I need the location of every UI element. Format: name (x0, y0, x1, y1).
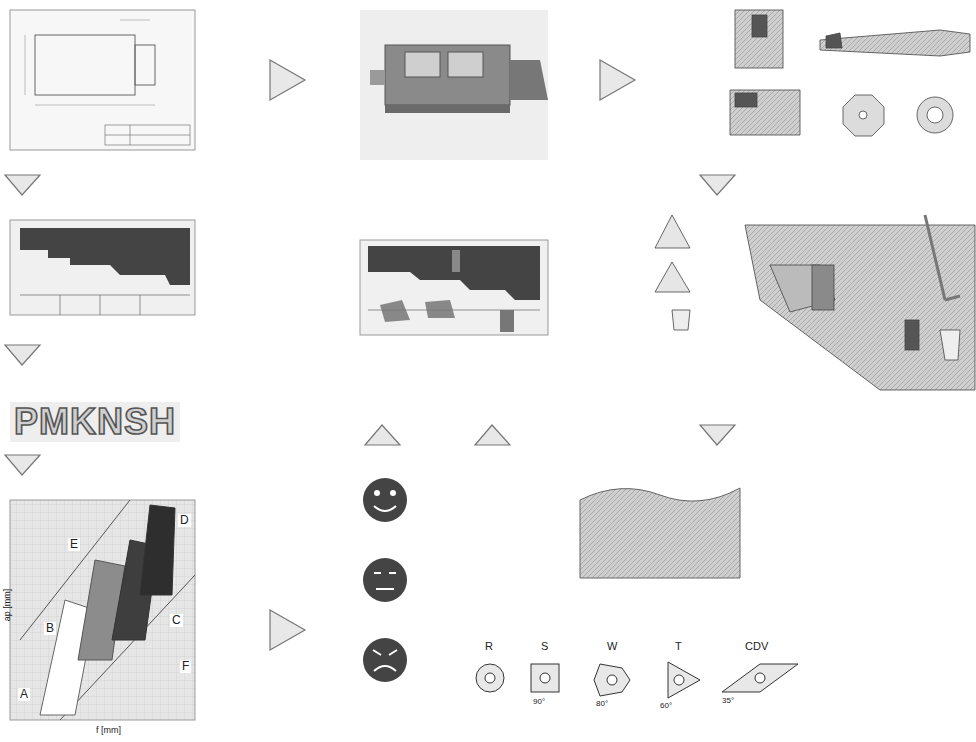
angle-label: 90° (533, 698, 545, 707)
region-letter: F (180, 660, 191, 673)
angle-label: 35° (722, 697, 734, 706)
tool-holders (730, 10, 970, 136)
lathe-machine (360, 10, 548, 160)
part-drawing (10, 10, 195, 150)
region-letter: C (170, 614, 183, 627)
insert-shapes (476, 662, 798, 698)
insert-code: CDV (745, 640, 768, 652)
result-faces (363, 478, 407, 682)
angle-label: 80° (596, 700, 608, 709)
insert-code: S (541, 640, 548, 652)
surface-sample (580, 488, 740, 578)
angle-label: 60° (660, 702, 672, 711)
region-letter: B (44, 622, 56, 635)
region-letter: A (18, 688, 30, 701)
insert-code: T (675, 640, 682, 652)
insert-code: W (607, 640, 617, 652)
insert-code: R (485, 640, 493, 652)
material-groups: PMKNSH (10, 402, 180, 442)
axis-label: f [mm] (96, 726, 121, 736)
machining-operations (360, 240, 548, 335)
chipbreaker-chart (10, 500, 195, 720)
insert-clamping (655, 215, 975, 390)
workpiece-profile (10, 220, 195, 315)
region-letter: E (68, 538, 80, 551)
axis-label: ap [mm] (3, 589, 13, 622)
region-letter: D (178, 514, 191, 527)
